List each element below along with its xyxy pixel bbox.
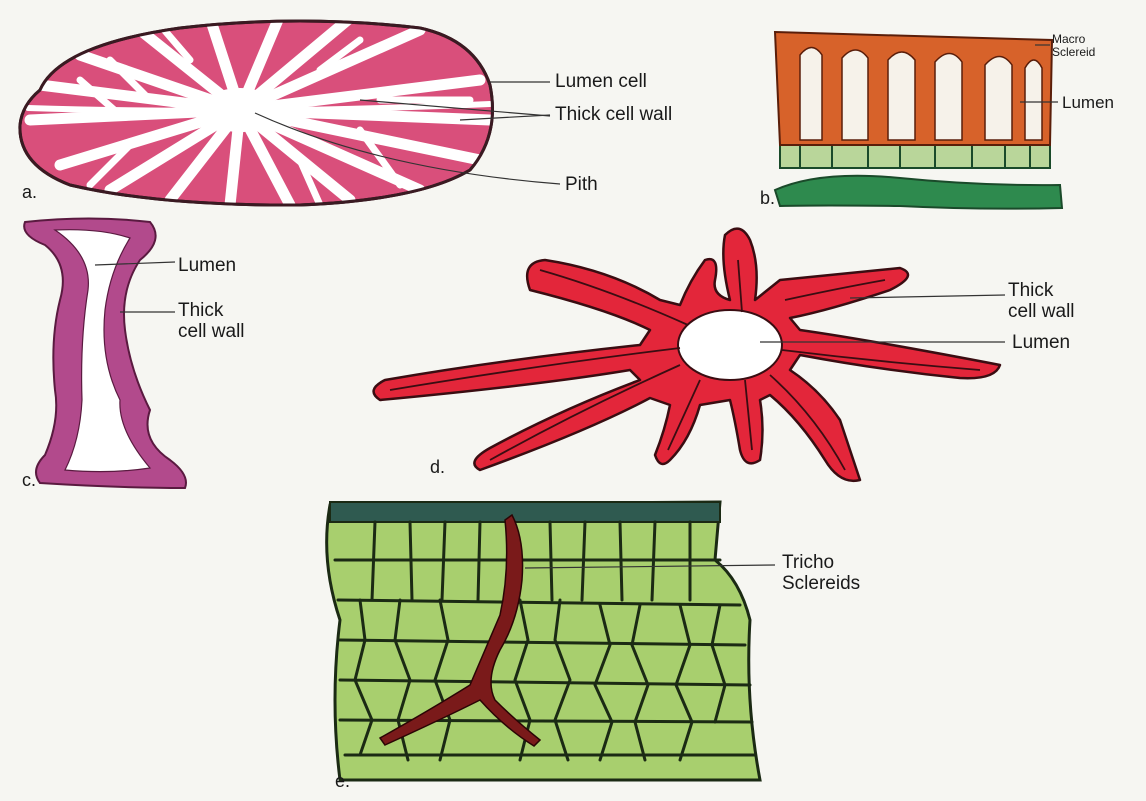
panel-a-cross-section <box>20 15 560 205</box>
label-d-lumen: Lumen <box>1012 332 1070 353</box>
label-a-lumen-cell: Lumen cell <box>555 71 647 92</box>
panel-e-trichosclereids <box>327 502 775 780</box>
panel-e-letter: e. <box>335 772 350 791</box>
panel-c-letter: c. <box>22 471 36 490</box>
label-d-thick-cell-wall: Thick cell wall <box>1008 280 1075 322</box>
panel-b-macrosclereids <box>775 32 1062 209</box>
label-c-lumen: Lumen <box>178 255 236 276</box>
panel-a-letter: a. <box>22 183 37 202</box>
label-e-tricho-sclereids: Tricho Sclereids <box>782 552 860 594</box>
label-b-lumen: Lumen <box>1062 93 1114 112</box>
label-b-macro-sclereid: Macro Sclereid <box>1052 33 1095 59</box>
label-c-thick-cell-wall: Thick cell wall <box>178 300 245 342</box>
label-a-pith: Pith <box>565 174 598 195</box>
panel-b-letter: b. <box>760 189 775 208</box>
label-a-thick-cell-wall: Thick cell wall <box>555 104 672 125</box>
panel-d-letter: d. <box>430 458 445 477</box>
panel-d-astrosclereid <box>374 229 1005 481</box>
panel-c-filiform-sclereid <box>24 219 186 489</box>
